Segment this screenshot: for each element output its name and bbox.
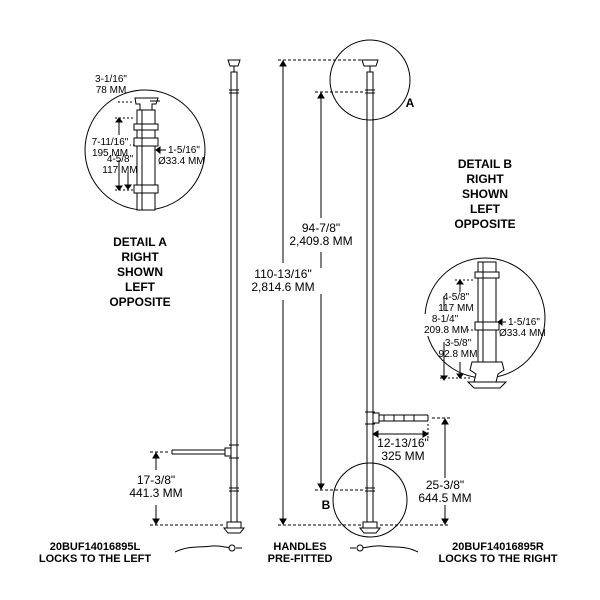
right-part-note: LOCKS TO THE RIGHT xyxy=(438,553,558,565)
detail-b-callout-circle xyxy=(332,462,408,538)
detail-b-callout-letter: B xyxy=(321,498,331,512)
detail-b-left-dim: 8-1/4" 209.8 MM xyxy=(424,314,469,336)
detail-a-top-dim: 3-1/16" 78 MM xyxy=(86,74,136,96)
detail-b-title: DETAIL B RIGHT SHOWN LEFT OPPOSITE xyxy=(440,157,530,232)
detail-a-left-dim-metric: 195 MM xyxy=(91,148,129,159)
detail-a-left-dim-imperial: 7-11/16" xyxy=(91,137,129,148)
left-part-caption: 20BUF14016895L LOCKS TO THE LEFT xyxy=(30,541,160,565)
detail-a-diameter-dim-imperial: 1-5/16" xyxy=(168,145,200,156)
detail-b-left-dim-imperial: 8-1/4" xyxy=(431,314,459,325)
detail-a-top-dim-metric: 78 MM xyxy=(95,85,127,96)
right-handle-height-dim-metric: 644.5 MM xyxy=(418,491,472,505)
detail-a-title-line-2: RIGHT xyxy=(121,250,159,264)
mid-height-dim-metric: 2,409.8 MM xyxy=(289,234,353,248)
mid-height-dim-imperial: 94-7/8" xyxy=(301,221,341,235)
detail-a-left-dim: 7-11/16" 195 MM xyxy=(90,137,130,159)
detail-b-diameter-dim-metric: Ø33.4 MM xyxy=(499,328,546,339)
detail-b-lower-dim-metric: 92.8 MM xyxy=(438,349,478,360)
detail-b-lower-dim-imperial: 3-5/8" xyxy=(444,338,472,349)
detail-a-diameter-dim-metric: Ø33.4 MM xyxy=(158,156,205,167)
left-handle-height-dim-metric: 441.3 MM xyxy=(129,486,183,500)
overall-height-dim-imperial: 110-13/16" xyxy=(254,267,312,281)
detail-b-upper-dim-metric: 117 MM xyxy=(438,303,474,314)
left-handle-dimension xyxy=(150,451,225,526)
left-rod xyxy=(171,59,246,553)
detail-a-inner-dim: 4-5/8" 117 MM xyxy=(102,154,138,176)
right-handle-height-dim: 25-3/8" 644.5 MM xyxy=(411,479,479,505)
detail-b-title-line-5: OPPOSITE xyxy=(454,217,516,231)
detail-b-title-line-2: RIGHT xyxy=(466,172,504,186)
detail-b-title-line-1: DETAIL B xyxy=(457,157,513,171)
detail-a-inner-dim-imperial: 4-5/8" xyxy=(106,154,134,165)
detail-a-title-line-3: SHOWN xyxy=(117,265,163,279)
center-caption-line-1: HANDLES xyxy=(273,541,327,553)
detail-a-circle xyxy=(84,89,206,211)
detail-b-diameter-dim-imperial: 1-5/16" xyxy=(508,317,540,328)
handle-width-dim: 12-13/16" 325 MM xyxy=(369,437,437,463)
handle-width-dim-metric: 325 MM xyxy=(381,449,425,463)
center-caption: HANDLES PRE-FITTED xyxy=(250,541,350,565)
right-handle-height-dim-imperial: 25-3/8" xyxy=(425,478,465,492)
mid-height-dim: 94-7/8" 2,409.8 MM xyxy=(285,222,357,248)
left-part-number: 20BUF14016895L xyxy=(49,541,141,553)
detail-b-diameter-dim: 1-5/16" Ø33.4 MM xyxy=(499,317,557,339)
detail-a-top-dim-imperial: 3-1/16" xyxy=(95,74,127,85)
detail-a-title-line-4: LEFT xyxy=(125,280,155,294)
detail-b-title-line-4: LEFT xyxy=(470,202,500,216)
detail-a-callout-circle xyxy=(329,39,411,121)
center-caption-line-2: PRE-FITTED xyxy=(267,553,333,565)
detail-a-callout-letter: A xyxy=(405,96,415,110)
detail-b-lower-dim: 3-5/8" 92.8 MM xyxy=(438,338,478,360)
detail-a-title-line-1: DETAIL A xyxy=(113,235,167,249)
detail-a-title-line-5: OPPOSITE xyxy=(109,295,171,309)
detail-b-title-line-3: SHOWN xyxy=(462,187,508,201)
detail-b-left-dim-metric: 209.8 MM xyxy=(424,325,469,336)
detail-b-upper-dim: 4-5/8" 117 MM xyxy=(436,292,476,314)
overall-height-dim: 110-13/16" 2,814.6 MM xyxy=(244,268,322,294)
detail-a-title: DETAIL A RIGHT SHOWN LEFT OPPOSITE xyxy=(95,235,185,310)
overall-height-dim-metric: 2,814.6 MM xyxy=(251,280,315,294)
right-part-number: 20BUF14016895R xyxy=(452,541,544,553)
left-handle-height-dim-imperial: 17-3/8" xyxy=(136,473,176,487)
right-part-caption: 20BUF14016895R LOCKS TO THE RIGHT xyxy=(428,541,568,565)
detail-a-inner-dim-metric: 117 MM xyxy=(102,165,138,176)
detail-b-upper-dim-imperial: 4-5/8" xyxy=(442,292,470,303)
handle-width-dim-imperial: 12-13/16" xyxy=(377,436,429,450)
left-handle-height-dim: 17-3/8" 441.3 MM xyxy=(122,474,190,500)
right-rod xyxy=(350,59,429,553)
detail-a-diameter-dim: 1-5/16" Ø33.4 MM xyxy=(158,145,216,167)
left-part-note: LOCKS TO THE LEFT xyxy=(38,553,152,565)
